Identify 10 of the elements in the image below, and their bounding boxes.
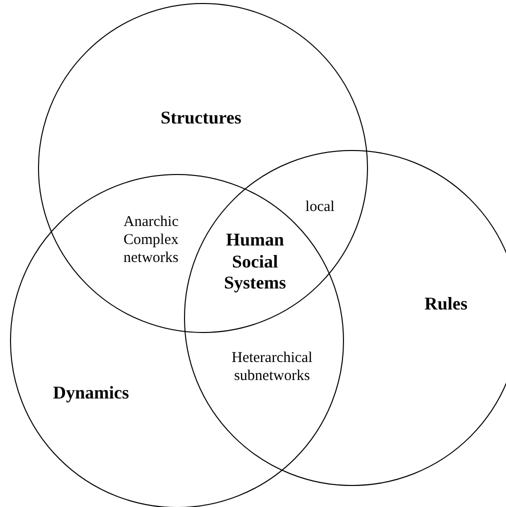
set-circle (10, 174, 344, 507)
set-label: Rules (424, 294, 468, 314)
intersection-label: Anarchic Complex networks (122, 213, 180, 267)
set-label: Dynamics (53, 382, 129, 404)
intersection-title: Human Social Systems (223, 230, 287, 294)
intersection-label: local (304, 198, 336, 216)
set-label: Structures (160, 108, 242, 128)
set-circle (38, 3, 368, 333)
intersection-label: Heterarchical subnetworks (230, 349, 314, 385)
set-circle (184, 150, 506, 486)
